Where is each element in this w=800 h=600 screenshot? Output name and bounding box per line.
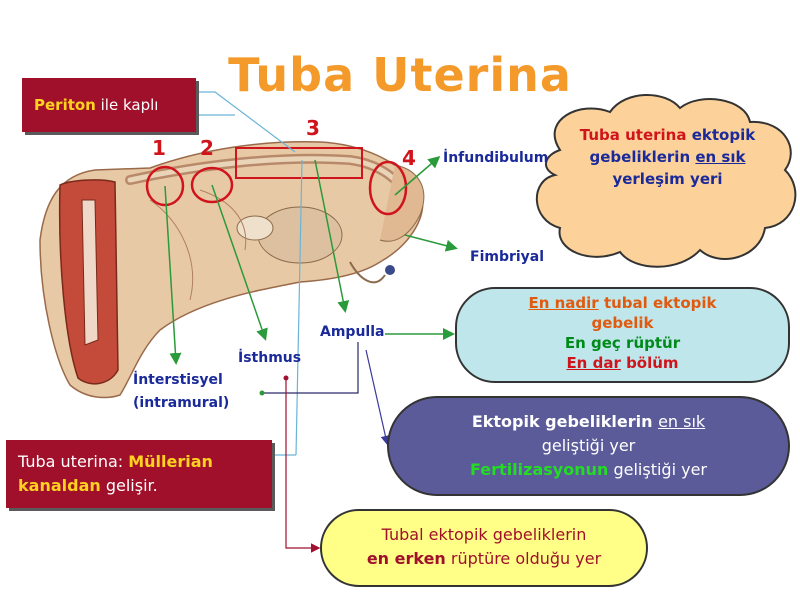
ektopik-a2: en sık bbox=[658, 412, 706, 431]
label-fimbriyal: Fimbriyal bbox=[470, 249, 545, 265]
erken-b1: en erken bbox=[366, 549, 446, 568]
marker-2-ring bbox=[190, 166, 234, 204]
nadir-c: En geç rüptür bbox=[564, 334, 681, 352]
cloud-text-3: gebeliklerin bbox=[589, 148, 696, 166]
panel-ektopik: Ektopik gebeliklerin en sık geliştiği ye… bbox=[387, 396, 790, 496]
panel-en-nadir: En nadir tubal ektopik gebelik En geç rü… bbox=[455, 287, 790, 383]
marker-3-rect bbox=[235, 147, 363, 179]
label-interstisyel: İnterstisyel bbox=[133, 372, 223, 388]
periton-box: Periton ile kaplı bbox=[22, 78, 196, 132]
periton-bold: Periton bbox=[34, 96, 96, 114]
nadir-d2: bölüm bbox=[620, 354, 679, 372]
cloud-red-text: Tuba uterina bbox=[579, 126, 687, 144]
marker-number-1: 1 bbox=[152, 136, 166, 160]
cloud-text-4: en sık bbox=[695, 148, 746, 166]
cloud-text-5: yerleşim yeri bbox=[612, 170, 723, 188]
panel-en-erken: Tubal ektopik gebeliklerin en erken rüpt… bbox=[320, 509, 648, 587]
ektopik-c2: geliştiği yer bbox=[608, 460, 707, 479]
mullerian-bold1: Müllerian bbox=[128, 452, 213, 471]
cloud-text: Tuba uterina ektopik gebeliklerin en sık… bbox=[555, 124, 780, 190]
ektopik-a1: Ektopik gebeliklerin bbox=[471, 412, 659, 431]
mullerian-rest: gelişir. bbox=[100, 476, 158, 495]
label-ampulla: Ampulla bbox=[320, 324, 385, 340]
nadir-a1: En nadir bbox=[528, 294, 599, 312]
cloud-shape bbox=[535, 94, 797, 268]
marker-1-ring bbox=[145, 165, 185, 207]
nadir-b: gebelik bbox=[591, 314, 654, 332]
periton-rest: ile kaplı bbox=[95, 96, 159, 114]
ektopik-c1: Fertilizasyonun bbox=[470, 460, 609, 479]
ektopik-b: geliştiği yer bbox=[541, 436, 636, 455]
label-intramural: (intramural) bbox=[133, 395, 230, 411]
marker-number-3: 3 bbox=[306, 116, 320, 140]
erken-b2: rüptüre olduğu yer bbox=[445, 549, 602, 568]
mullerian-pre: Tuba uterina: bbox=[18, 452, 129, 471]
nadir-d1: En dar bbox=[566, 354, 621, 372]
label-infundibulum: İnfundibulum bbox=[443, 150, 549, 166]
marker-4-ring bbox=[368, 160, 408, 216]
erken-a: Tubal ektopik gebeliklerin bbox=[381, 525, 587, 544]
cloud-text-2: ektopik bbox=[686, 126, 756, 144]
marker-number-4: 4 bbox=[402, 146, 416, 170]
page-title: Tuba Uterina bbox=[228, 48, 572, 102]
marker-number-2: 2 bbox=[200, 136, 214, 160]
mullerian-bold2: kanaldan bbox=[18, 476, 101, 495]
nadir-a2: tubal ektopik bbox=[598, 294, 717, 312]
label-isthmus: İsthmus bbox=[238, 350, 302, 366]
mullerian-box: Tuba uterina: Müllerian kanaldan gelişir… bbox=[6, 440, 272, 508]
